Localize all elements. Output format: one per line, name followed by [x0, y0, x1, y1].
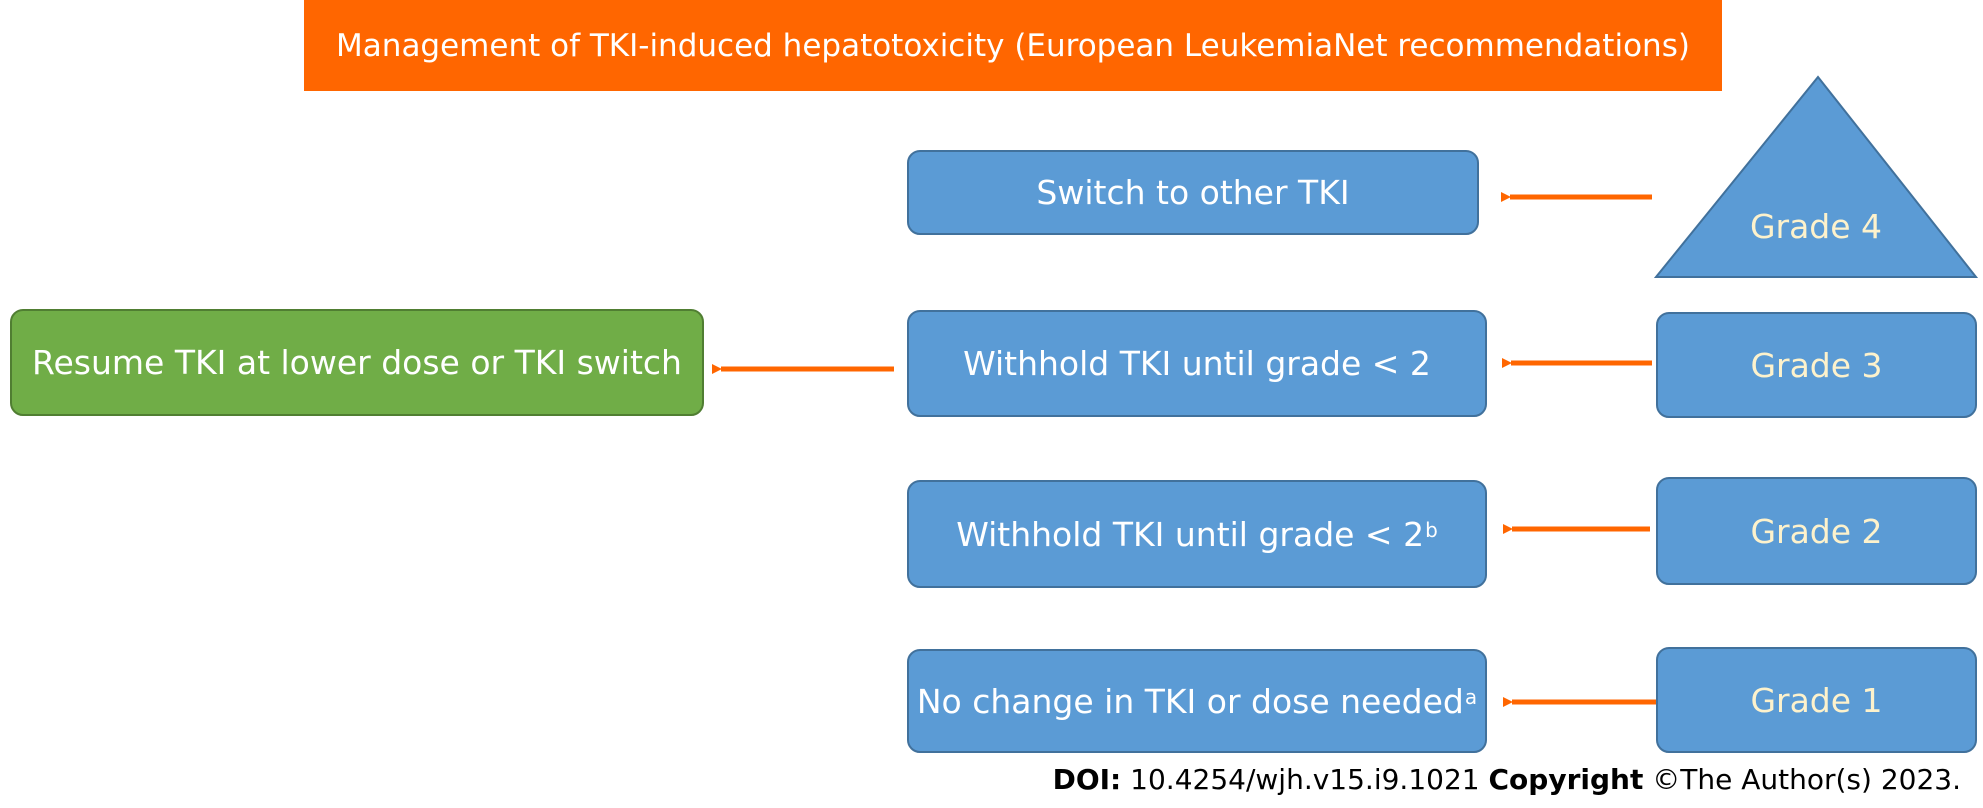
resume-label: Resume TKI at lower dose or TKI switch: [32, 343, 682, 382]
footnote-a: a: [1464, 685, 1478, 709]
action-withhold-box-grade3: Withhold TKI until grade < 2: [907, 310, 1487, 417]
grade-2-label: Grade 2: [1750, 511, 1883, 551]
action-withhold-label: Withhold TKI until grade < 2: [956, 514, 1425, 554]
grade-3-label: Grade 3: [1750, 345, 1883, 385]
action-switch-box: Switch to other TKI: [907, 150, 1479, 235]
footnote-b: b: [1425, 518, 1438, 542]
action-switch-label: Switch to other TKI: [1036, 173, 1350, 212]
copyright-label: Copyright: [1488, 763, 1644, 796]
doi-label: DOI:: [1052, 763, 1122, 796]
action-nochange-label: No change in TKI or dose needed: [916, 681, 1464, 721]
copyright-value: ©The Author(s) 2023.: [1652, 763, 1961, 796]
citation-footer: DOI: 10.4254/wjh.v15.i9.1021 Copyright ©…: [1053, 763, 1961, 796]
grade-4-label: Grade 4: [1749, 207, 1883, 246]
diagram-title: Management of TKI-induced hepatotoxicity…: [304, 0, 1722, 91]
resume-box: Resume TKI at lower dose or TKI switch: [10, 309, 704, 416]
doi-value: 10.4254/wjh.v15.i9.1021: [1130, 763, 1480, 796]
grade-1-label: Grade 1: [1750, 680, 1883, 720]
grade-2-box: Grade 2: [1656, 477, 1977, 585]
action-withhold-label: Withhold TKI until grade < 2: [963, 344, 1431, 383]
grade-4-triangle: [1653, 75, 1979, 278]
grade-3-box: Grade 3: [1656, 312, 1977, 418]
grade-1-box: Grade 1: [1656, 647, 1977, 753]
